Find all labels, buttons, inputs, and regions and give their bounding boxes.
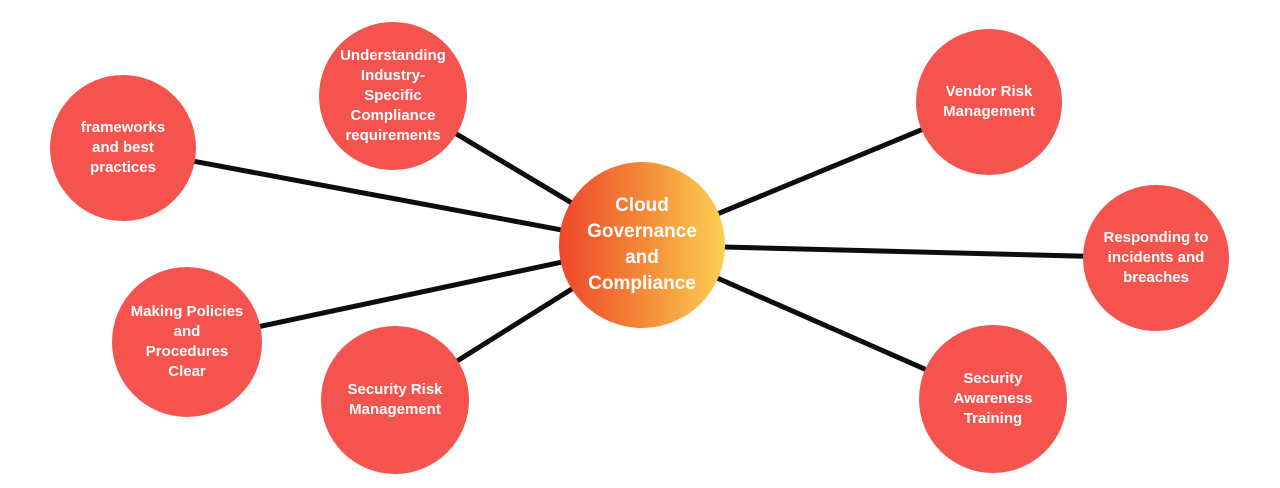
connector-incident-response [639, 242, 1159, 261]
node-clear-policies-label: Making Policies and Procedures Clear [130, 302, 244, 381]
node-vendor-risk-label: Vendor Risk Management [943, 82, 1035, 120]
node-industry-compliance-label: Understanding Industry- Specific Complia… [340, 46, 446, 145]
node-frameworks: frameworks and best practices [50, 75, 196, 221]
connector-frameworks [120, 145, 645, 248]
node-clear-policies: Making Policies and Procedures Clear [112, 267, 262, 417]
node-central-topic: Cloud Governance and Compliance [559, 162, 725, 328]
node-incident-response: Responding to incidents and breaches [1083, 185, 1229, 331]
node-security-risk: Security Risk Management [321, 326, 469, 474]
node-vendor-risk: Vendor Risk Management [916, 29, 1062, 175]
node-incident-response-label: Responding to incidents and breaches [1103, 228, 1209, 287]
node-industry-compliance: Understanding Industry- Specific Complia… [319, 22, 467, 170]
node-frameworks-label: frameworks and best practices [80, 118, 166, 177]
node-security-awareness: Security Awareness Training [919, 325, 1067, 473]
node-security-awareness-label: Security Awareness Training [953, 369, 1033, 428]
node-security-risk-label: Security Risk Management [347, 380, 443, 418]
node-central-topic-label: Cloud Governance and Compliance [587, 194, 697, 295]
